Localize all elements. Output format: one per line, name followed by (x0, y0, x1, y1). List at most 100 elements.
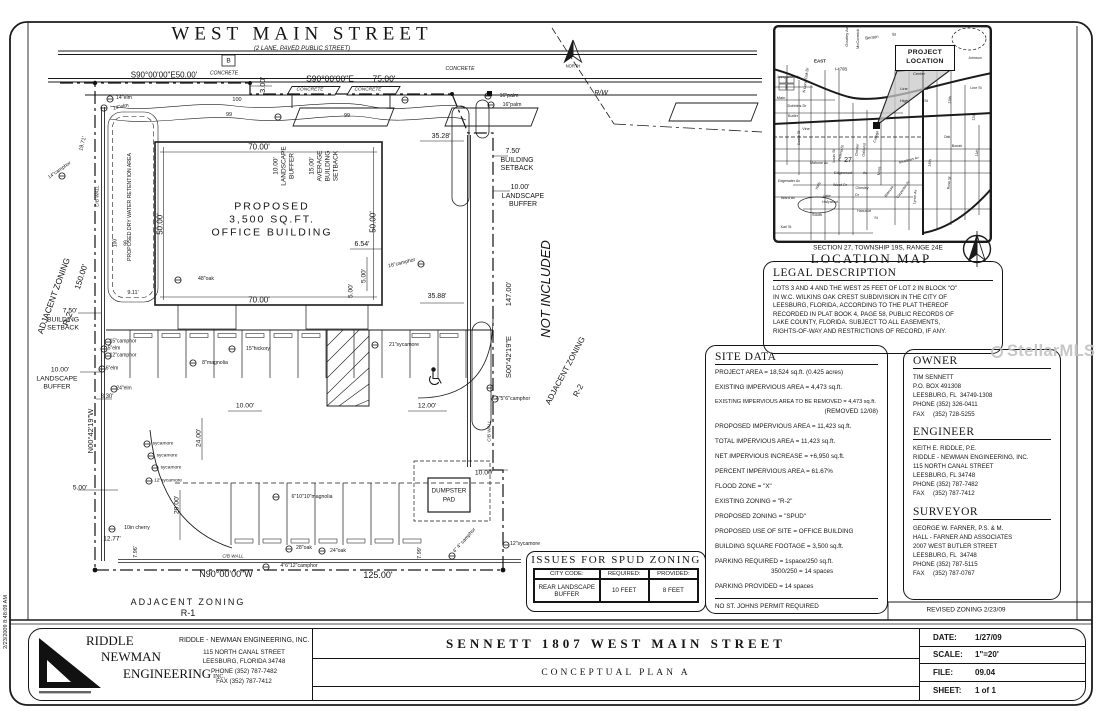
surveyor-section: SURVEYOR GEORGE W. FARNER, P.S. & M.HALL… (904, 506, 1060, 579)
plan-label: EAST (813, 58, 827, 64)
plan-label: High (899, 97, 909, 103)
site-data-title: SITE DATA (715, 351, 878, 365)
text-line: TOTAL IMPERVIOUS AREA = 11,423 sq.ft. (715, 438, 836, 445)
title-block-center: SENNETT 1807 WEST MAIN STREET CONCEPTUAL… (313, 629, 919, 700)
plan-label: College (872, 130, 880, 144)
text-line: LEESBURG, FL 34748 (913, 551, 977, 559)
text-line: PERCENT IMPERVIOUS AREA = 61.67% (715, 468, 833, 475)
text-line: HALL - FARNER AND ASSOCIATES (913, 533, 1013, 541)
plan-label: Chesley (855, 186, 869, 191)
plan-label: 13th (947, 96, 953, 104)
firm-name: NEWMAN (101, 649, 161, 664)
site-data-box: SITE DATA PROJECT AREA = 18,524 sq.ft. (… (705, 345, 888, 614)
project-title: SENNETT 1807 WEST MAIN STREET (313, 629, 919, 659)
plan-label: 11th (974, 149, 980, 157)
spud-cell: 8 FEET (648, 579, 698, 602)
text-line: RIGHTS-OF-WAY AND RESTRICTIONS OF RECORD… (773, 328, 947, 336)
plan-label: Johnson (968, 56, 982, 61)
spud-col-header: REQUIRED: (599, 569, 649, 579)
firm-address: RIDDLE - NEWMAN ENGINEERING, INC. 115 NOR… (179, 636, 310, 686)
watermark: StellarMLS (991, 342, 1095, 361)
legal-description-body: LOTS 3 AND 4 AND THE WEST 25 FEET OF LOT… (764, 285, 1002, 337)
plan-label: South (812, 212, 822, 217)
watermark-text: StellarMLS (1007, 342, 1096, 360)
text-line: PROPOSED IMPERVIOUS AREA = 11,423 sq.ft. (715, 423, 852, 430)
legal-description-box: LEGAL DESCRIPTION LOTS 3 AND 4 AND THE W… (763, 261, 1003, 354)
plan-label: Hollywood (822, 200, 838, 205)
plan-label: Louis St (832, 149, 837, 163)
text-line: PROJECT AREA = 18,524 sq.ft. (0.425 acre… (715, 369, 844, 376)
engineer-lines: KEITH E. RIDDLE, P.E.RIDDLE - NEWMAN ENG… (904, 444, 1060, 499)
plan-label: Rose St (946, 176, 952, 190)
plan-label: Main (776, 94, 786, 100)
text-line: LOTS 3 AND 4 AND THE WEST 25 FEET OF LOT… (773, 285, 958, 292)
text-line: PARKING PROVIDED = 14 spaces (715, 583, 814, 590)
firm-logo-triangle-icon (39, 638, 101, 694)
text-line: PHONE (352) 787-7482 (210, 667, 278, 675)
text-line: RIDDLE - NEWMAN ENGINEERING, INC. (179, 637, 310, 644)
text-line: KEITH E. RIDDLE, P.E. (913, 444, 977, 452)
plan-title: CONCEPTUAL PLAN A (313, 659, 919, 687)
plan-label: N Lone Oak Dr (802, 67, 810, 93)
plan-label: Gourley Av (843, 27, 849, 47)
text-line: 3500/250 = 14 spaces (771, 568, 834, 575)
plan-label: Edgewood (834, 170, 852, 175)
text-line: LAKE COUNTY, FLORIDA. SUBJECT TO ALL EAS… (773, 319, 941, 327)
text-line: 115 NORTH CANAL STREET (203, 648, 285, 656)
spud-cell: 10 FEET (599, 579, 649, 602)
text-line: FAX (352) 728-5255 (913, 410, 975, 418)
date-field: DATE:1/27/09 (920, 629, 1085, 647)
text-line: FLOOD ZONE = "X" (715, 483, 772, 490)
text-line: 2007 WEST BUTLER STREET (913, 542, 998, 550)
text-line: LEESBURG, FLORIDA 34748 (202, 658, 286, 666)
spud-zoning-title: ISSUES FOR SPUD ZONING (531, 554, 701, 566)
text-line: PARKING REQUIRED = 1space/250 sq.ft. (715, 558, 833, 565)
firm-name: RIDDLE (86, 633, 134, 648)
surveyor-title: SURVEYOR (913, 506, 1051, 520)
plan-label: Mahone Av (810, 161, 828, 166)
plan-label: Edgewater Av (777, 179, 801, 184)
plan-label: St (924, 85, 928, 91)
plan-label: St (874, 216, 878, 221)
title-block-fields: DATE:1/27/09 SCALE:1"=20' FILE:09.04 SHE… (919, 629, 1085, 700)
watermark-logo-icon (991, 345, 1003, 358)
text-line: RECORDED IN PLAT BOOK 4, PAGE 58, PUBLIC… (773, 310, 954, 318)
legal-description-title: LEGAL DESCRIPTION (773, 267, 993, 281)
plan-label: Butler (788, 113, 798, 118)
plan-label: 27 (844, 157, 852, 165)
plan-label: Bonair (951, 144, 963, 149)
text-line: RIDDLE - NEWMAN ENGINEERING, INC. (913, 453, 1029, 461)
text-line: NO ST. JOHNS PERMIT REQUIRED (715, 598, 878, 610)
text-line: PROPOSED ZONING = "SPUD" (715, 513, 807, 520)
plan-label: Josephine Wy (776, 75, 800, 80)
plan-label: I-470B (834, 66, 848, 72)
plan-label: Center (912, 70, 926, 76)
plan-label: McCormick (854, 29, 860, 49)
text-line: PROPOSED USE OF SITE = OFFICE BUILDING (715, 528, 854, 535)
plan-label: Moss (876, 166, 882, 176)
project-location-callout: PROJECT LOCATION (895, 45, 955, 71)
plan-label: St (891, 31, 897, 37)
text-line: FAX (352) 787-0767 (913, 570, 975, 578)
plan-label: Carpenter Av (895, 179, 911, 200)
sheet-field: SHEET:1 of 1 (933, 685, 996, 695)
plan-label: Ward Av (780, 195, 796, 200)
plan-label: Line St (970, 86, 982, 91)
text-line: FAX (352) 787-7412 (216, 677, 272, 685)
scale-field: SCALE:1"=20' (920, 647, 1085, 664)
text-line: P.O. BOX 491308 (913, 383, 961, 391)
text-line: LEESBURG, FL 34749-1308 (913, 392, 993, 400)
text-line: EXISTING ZONING = "R-2" (715, 498, 793, 505)
text-line: LEESBURG, FLORIDA, ACCORDING TO THE PLAT… (773, 302, 949, 310)
file-field: FILE:09.04 (920, 664, 1085, 682)
plan-label: Chester (854, 143, 860, 157)
text-line: (REMOVED 12/08) (824, 408, 878, 415)
